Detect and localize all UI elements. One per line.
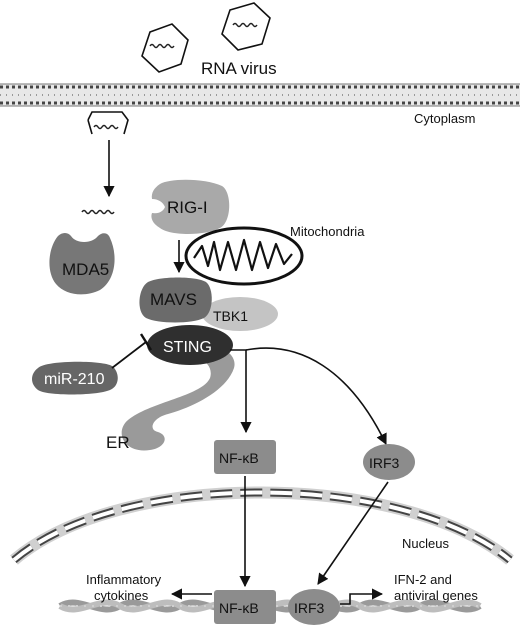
mitochondria-label: Mitochondria (290, 224, 365, 239)
rna-virus-label: RNA virus (201, 59, 277, 78)
cytoplasm-label: Cytoplasm (414, 111, 475, 126)
inflammatory-label: Inflammatory (86, 572, 162, 587)
mda5-shape (49, 233, 115, 295)
rig-i-shape (151, 179, 230, 234)
virus-particle-left-icon (141, 23, 189, 73)
tbk1-shape (202, 297, 278, 331)
irf3-nucleus-label: IRF3 (294, 600, 325, 616)
viral-rna-icon (81, 209, 115, 215)
mavs-shape (139, 277, 212, 323)
rig-i-label: RIG-I (167, 198, 208, 217)
cell-membrane (0, 83, 520, 107)
virus-particle-right-icon (221, 2, 271, 51)
nfkb-cytoplasm-box (214, 440, 276, 474)
mavs-label: MAVS (150, 290, 197, 309)
irf3-cytoplasm-shape (363, 444, 415, 480)
mir210-label: miR-210 (44, 371, 105, 388)
arrow-irf3-to-nucleus (317, 481, 389, 585)
er-shape (121, 342, 235, 451)
er-label: ER (106, 433, 130, 452)
sting-shape (147, 325, 233, 365)
inhibition-line-mir210-sting (111, 341, 147, 369)
nucleus-label: Nucleus (402, 536, 449, 551)
nfkb-cytoplasm-label: NF-κB (219, 450, 259, 466)
ifn-label: IFN-2 and (394, 572, 452, 587)
arrow-to-ifn-genes (340, 588, 384, 605)
mda5-label: MDA5 (62, 260, 109, 279)
nfkb-nucleus-label: NF-κB (219, 600, 259, 616)
nfkb-nucleus-box (214, 590, 276, 624)
mitochondria-icon (184, 226, 304, 286)
mir210-shape (32, 361, 118, 395)
irf3-nucleus-shape (288, 589, 340, 625)
cytokines-label: cytokines (94, 588, 149, 603)
arrow-sting-to-irf3 (245, 347, 387, 446)
inhibition-bar (139, 333, 153, 351)
uncoating-virus-icon (87, 111, 129, 135)
antiviral-genes-label: antiviral genes (394, 588, 478, 603)
irf3-cytoplasm-label: IRF3 (369, 455, 400, 471)
tbk1-label: TBK1 (213, 308, 248, 324)
sting-label: STING (163, 339, 212, 356)
